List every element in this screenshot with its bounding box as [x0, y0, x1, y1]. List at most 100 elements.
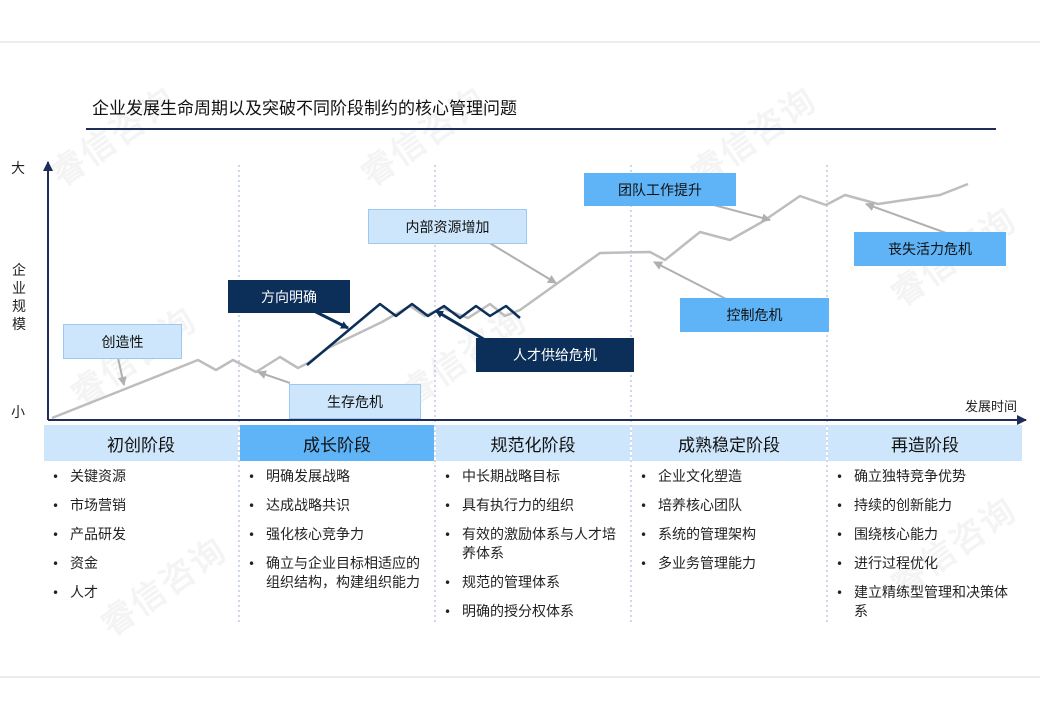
bottom-divider [0, 676, 1040, 678]
y-axis-label-char: 模 [12, 317, 26, 333]
list-item: • 多业务管理能力 [636, 555, 822, 574]
list-item: • 围绕核心能力 [832, 526, 1018, 545]
stage-header-startup: 初创阶段 [44, 425, 238, 461]
bullet-icon: • [836, 470, 844, 484]
callout-survival: 生存危机 [289, 384, 421, 419]
list-item: • 有效的激励体系与人才培养体系 [440, 526, 626, 564]
bullet-icon: • [444, 528, 452, 542]
list-item-text: 人才 [70, 585, 98, 601]
callout-direction: 方向明确 [228, 280, 350, 313]
callout-internal: 内部资源增加 [368, 209, 527, 244]
y-axis-label-char: 企 [12, 263, 26, 279]
stage-list-standardization: • 中长期战略目标 • 具有执行力的组织 • 有效的激励体系与人才培养体系 • 规范的管… [440, 468, 626, 632]
callout-talent: 人才供给危机 [476, 338, 634, 372]
y-axis-label-char: 规 [12, 299, 26, 315]
bullet-icon: • [52, 499, 60, 513]
list-item: • 培养核心团队 [636, 497, 822, 516]
bullet-icon: • [52, 470, 60, 484]
list-item: • 中长期战略目标 [440, 468, 626, 487]
list-item-text: 明确的授分权体系 [462, 604, 574, 620]
bullet-icon: • [248, 528, 256, 542]
y-axis-top-label: 大 [11, 161, 25, 177]
list-item: • 市场营销 [48, 497, 233, 516]
list-item-text: 产品研发 [70, 527, 126, 543]
y-axis-label: 企 业 规 模 [10, 262, 28, 334]
bullet-icon: • [52, 557, 60, 571]
top-divider [0, 41, 1040, 43]
callout-creativity: 创造性 [63, 324, 182, 359]
list-item: • 具有执行力的组织 [440, 497, 626, 516]
bullet-icon: • [444, 576, 452, 590]
list-item-text: 进行过程优化 [854, 556, 938, 572]
list-item-text: 市场营销 [70, 498, 126, 514]
bullet-icon: • [248, 470, 256, 484]
y-axis-bottom-label: 小 [11, 405, 25, 421]
list-item-text: 系统的管理架构 [658, 527, 756, 543]
page-title: 企业发展生命周期以及突破不同阶段制约的核心管理问题 [92, 99, 517, 119]
list-item: •明确的授分权体系 [440, 603, 626, 622]
stage-header-maturity: 成熟稳定阶段 [632, 425, 826, 461]
list-item-text: 持续的创新能力 [854, 498, 952, 514]
growth-line [51, 182, 969, 420]
list-item-text: 建立精练型管理和决策体系 [854, 585, 1008, 620]
list-item-text: 中长期战略目标 [462, 469, 560, 485]
bullet-icon: • [248, 499, 256, 513]
list-item: • 持续的创新能力 [832, 497, 1018, 516]
list-item-text: 确立独特竞争优势 [854, 469, 966, 485]
bullet-icon: • [640, 470, 648, 484]
x-axis-label: 发展时间 [965, 400, 1018, 415]
stage-list-maturity: • 企业文化塑造 • 培养核心团队 • 系统的管理架构 • 多业务管理能力 [636, 468, 822, 584]
bullet-icon: • [52, 528, 60, 542]
bullet-icon: • [640, 528, 648, 542]
bullet-icon: • [444, 470, 452, 484]
list-item-text: 强化核心竞争力 [266, 527, 364, 543]
stage-header-standardization: 规范化阶段 [436, 425, 630, 461]
stage-header-rebuild: 再造阶段 [828, 425, 1022, 461]
list-item-text: 关键资源 [70, 469, 126, 485]
stage-list-startup: • 关键资源 • 市场营销 • 产品研发 •资金 • 人才 [48, 468, 233, 613]
list-item-text: 多业务管理能力 [658, 556, 756, 572]
list-item: • 规范的管理体系 [440, 574, 626, 593]
list-item-text: 培养核心团队 [658, 498, 742, 514]
stage-list-growth: •明确发展战略 • 达成战略共识 • 强化核心竞争力 • 确立与企业目标相适应的组织结… [244, 468, 430, 603]
bullet-icon: • [640, 557, 648, 571]
list-item-text: 围绕核心能力 [854, 527, 938, 543]
list-item: • 人才 [48, 584, 233, 603]
bullet-icon: • [836, 528, 844, 542]
bullet-icon: • [52, 586, 60, 600]
y-axis-label-char: 业 [12, 281, 26, 297]
list-item: • 确立与企业目标相适应的组织结构，构建组织能力 [244, 555, 430, 593]
bullet-icon: • [640, 499, 648, 513]
list-item-text: 确立与企业目标相适应的组织结构，构建组织能力 [266, 556, 420, 591]
list-item: • 强化核心竞争力 [244, 526, 430, 545]
callout-vitality: 丧失活力危机 [854, 232, 1006, 266]
arrow-creativity [117, 357, 127, 386]
list-item: • 系统的管理架构 [636, 526, 822, 545]
stage-list-rebuild: • 确立独特竞争优势 • 持续的创新能力 • 围绕核心能力 • 进行过程优化 • 建立精练… [832, 468, 1018, 632]
bullet-icon: • [248, 557, 256, 571]
bullet-icon: • [836, 557, 844, 571]
arrow-team [709, 203, 771, 223]
bullet-icon: • [836, 499, 844, 513]
title-rule [86, 128, 996, 130]
list-item-text: 有效的激励体系与人才培养体系 [462, 527, 616, 562]
list-item: • 确立独特竞争优势 [832, 468, 1018, 487]
list-item-text: 规范的管理体系 [462, 575, 560, 591]
list-item: • 进行过程优化 [832, 555, 1018, 574]
list-item: • 企业文化塑造 [636, 468, 822, 487]
list-item: •明确发展战略 [244, 468, 430, 487]
list-item: •资金 [48, 555, 233, 574]
arrow-survival [257, 370, 291, 384]
callout-control: 控制危机 [680, 298, 829, 332]
bullet-icon: • [444, 499, 452, 513]
arrow-control [653, 261, 729, 301]
bullet-icon: • [836, 586, 844, 600]
list-item-text: 具有执行力的组织 [462, 498, 574, 514]
growth-line-highlight [306, 302, 521, 366]
list-item-text: 达成战略共识 [266, 498, 350, 514]
callout-team: 团队工作提升 [584, 173, 736, 206]
list-item: • 关键资源 [48, 468, 233, 487]
list-item-text: 企业文化塑造 [658, 469, 742, 485]
stage-header-growth: 成长阶段 [240, 425, 434, 461]
